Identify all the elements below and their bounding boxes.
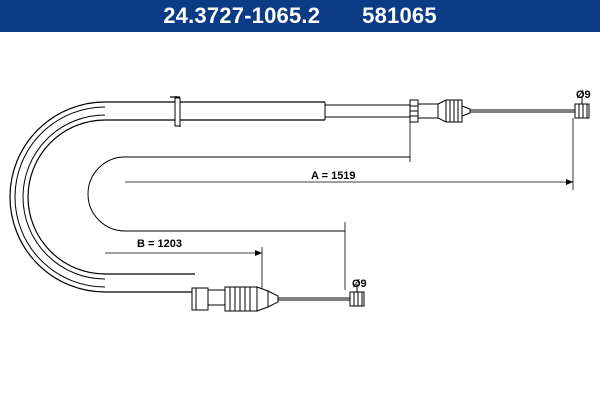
dimension-a: A = 1519 <box>125 118 574 190</box>
cable-sheath <box>9 101 325 293</box>
top-wire <box>470 103 590 119</box>
diameter-label-bottom: Ø9 <box>352 278 367 290</box>
inner-hook <box>87 156 410 232</box>
header-bar: 24.3727-1065.2 581065 <box>0 0 600 32</box>
diameter-callout-bottom: Ø9 <box>352 278 367 292</box>
diameter-label-top: Ø9 <box>576 89 591 101</box>
part-code: 581065 <box>362 3 437 28</box>
diameter-callout-top: Ø9 <box>576 89 591 104</box>
part-number: 24.3727-1065.2 <box>163 3 321 28</box>
bottom-fitting <box>224 286 279 312</box>
dimension-b: B = 1203 <box>105 222 346 290</box>
top-fitting <box>409 99 471 123</box>
cable-diagram: Ø9 A = 1519 B = 1203 <box>9 89 591 312</box>
top-tube <box>324 102 410 120</box>
bottom-wire <box>278 291 365 307</box>
dimension-a-label: A = 1519 <box>311 170 356 182</box>
bottom-bracket <box>191 287 225 311</box>
dimension-b-label: B = 1203 <box>137 238 182 250</box>
top-bracket <box>170 95 181 128</box>
